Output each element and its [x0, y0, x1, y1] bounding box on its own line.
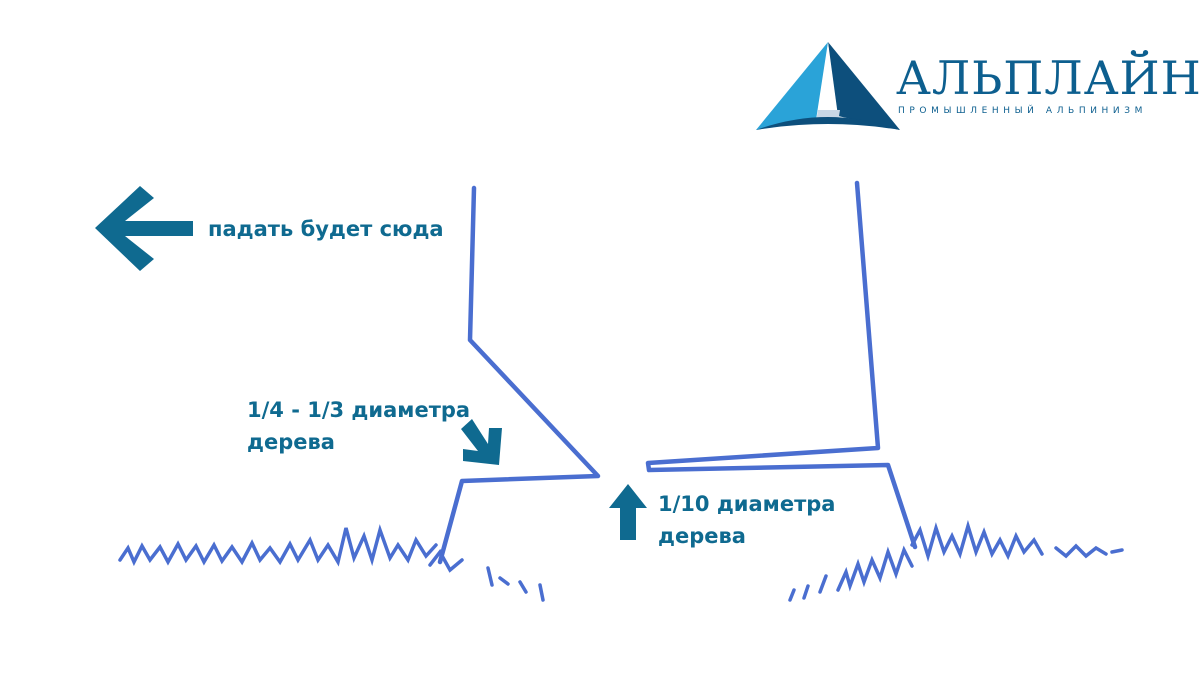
logo-mountain-icon	[756, 42, 900, 130]
upper-cut-depth-label: 1/4 - 1/3 диаметра дерева	[247, 398, 471, 454]
arrow-left-icon	[95, 186, 193, 271]
left-stump-outline	[437, 185, 601, 565]
grass-right	[788, 519, 1124, 602]
logo-tagline: ПРОМЫШЛЕННЫЙ АЛЬПИНИЗМ	[898, 106, 1147, 116]
grass-left	[118, 524, 545, 602]
arrow-up-icon	[609, 484, 647, 540]
fall-direction-label: падать будет сюда	[208, 217, 444, 241]
arrow-down-right-icon	[461, 419, 502, 465]
right-trunk-outline	[645, 180, 918, 550]
logo-wordmark: АЛЬПЛАЙН	[896, 51, 1200, 105]
hinge-width-label: 1/10 диаметра дерева	[658, 492, 836, 548]
